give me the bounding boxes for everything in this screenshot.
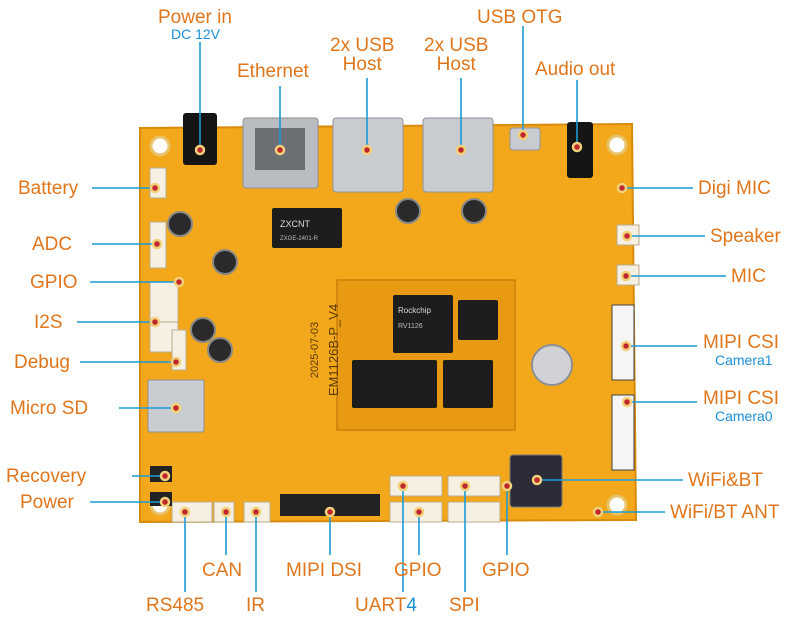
label-micro-sd: Micro SD	[10, 398, 89, 419]
label-ir: IR	[246, 595, 265, 616]
coin-cell-battery	[531, 344, 573, 386]
label-spi: SPI	[449, 595, 480, 616]
label-gpio-bottom-2: GPIO	[482, 560, 530, 581]
silkscreen-date: 2025-07-03	[309, 322, 321, 378]
label-adc: ADC	[32, 234, 73, 255]
usb-host-port-2	[422, 117, 494, 193]
label-speaker: Speaker	[710, 226, 781, 247]
label-battery: Battery	[18, 178, 79, 199]
label-recovery: Recovery	[6, 466, 87, 487]
label-camera0: Camera0	[715, 408, 773, 424]
label-camera1: Camera1	[715, 352, 773, 368]
label-power: Power	[20, 492, 74, 513]
label-audio-out: Audio out	[535, 59, 616, 80]
label-uart: UART4	[355, 596, 417, 615]
ram-chip-2	[443, 360, 493, 408]
label-mipi-dsi: MIPI DSI	[286, 560, 363, 581]
label-usb-otg: USB OTG	[477, 7, 563, 28]
electrolytic-capacitors	[167, 198, 487, 363]
mipi-dsi-header	[280, 494, 380, 516]
label-usb-host-2: 2x USB Host	[424, 35, 489, 75]
soc-model-text: RV1126	[398, 323, 423, 330]
soc-brand-text: Rockchip	[398, 306, 431, 315]
label-mic: MIC	[731, 266, 766, 287]
soc-chip	[393, 295, 453, 353]
leader-dots	[149, 129, 633, 518]
label-mipi-csi-1: MIPI CSI	[703, 332, 780, 353]
label-digi-mic: Digi MIC	[698, 178, 771, 199]
ram-chip-1	[352, 360, 437, 408]
pmic-chip	[458, 300, 498, 340]
label-power-in-sub: DC 12V	[171, 26, 221, 42]
silkscreen-model: EM1126B-P_V4	[326, 304, 341, 396]
leader-lines	[77, 26, 726, 592]
label-rs485: RS485	[146, 595, 205, 616]
transformer-brand-text: ZXCNT	[280, 219, 310, 229]
label-gpio-bottom-1: GPIO	[394, 560, 442, 581]
ethernet-transformer	[272, 208, 342, 248]
label-usb-host-1: 2x USB Host	[330, 35, 395, 75]
label-gpio-left: GPIO	[30, 272, 78, 293]
label-uart-number: 4	[406, 595, 417, 616]
label-can: CAN	[202, 560, 243, 581]
label-wifi-bt: WiFi&BT	[688, 470, 763, 491]
label-uart-text: UART	[355, 595, 407, 616]
label-ethernet: Ethernet	[237, 61, 309, 82]
label-i2s: I2S	[34, 312, 63, 333]
label-mipi-csi-0: MIPI CSI	[703, 388, 780, 409]
transformer-part-text: ZXGE-2401-R	[280, 236, 319, 242]
label-wifi-bt-ant: WiFi/BT ANT	[670, 502, 780, 523]
label-debug: Debug	[14, 352, 70, 373]
label-power-in: Power in	[158, 7, 232, 28]
mipi-csi-connector-0	[611, 394, 635, 471]
